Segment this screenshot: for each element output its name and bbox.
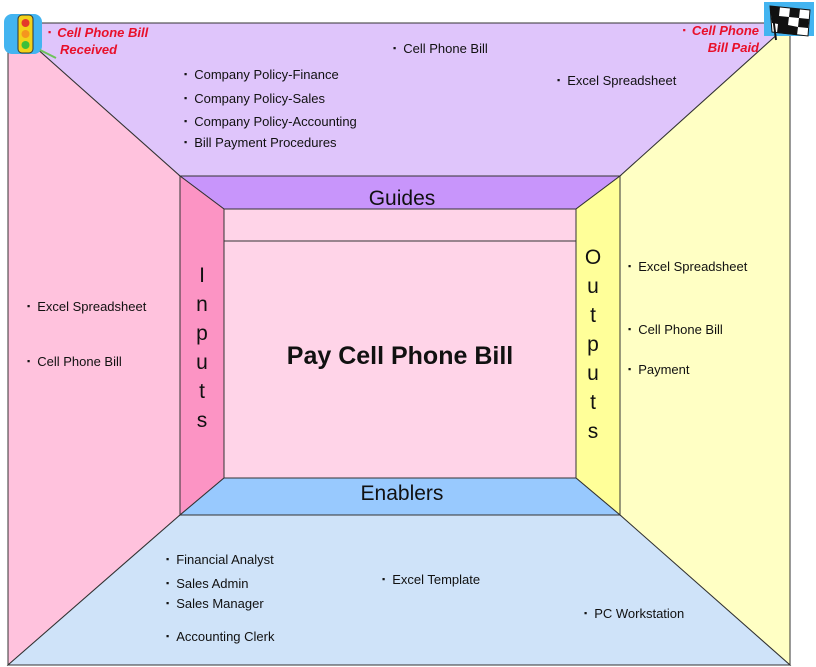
start-event-line2: Received: [60, 42, 118, 57]
band-letter: t: [199, 380, 205, 403]
outputs-item: Payment: [628, 362, 689, 379]
enablers-item: Excel Template: [382, 572, 480, 589]
enablers-item: Sales Admin: [166, 576, 248, 593]
guides-item: Company Policy-Accounting: [184, 114, 357, 131]
end-event-label: Cell Phone Bill Paid: [677, 23, 759, 55]
end-event-line2: Bill Paid: [707, 40, 759, 55]
outputs-item: Cell Phone Bill: [628, 322, 723, 339]
checkered-flag-icon: [764, 2, 814, 41]
guides-item: Company Policy-Finance: [184, 67, 339, 84]
band-letter: u: [587, 362, 599, 385]
guides-item: Excel Spreadsheet: [557, 73, 676, 90]
outputs-item: Excel Spreadsheet: [628, 259, 747, 276]
band-letter: p: [196, 322, 208, 345]
band-letter: n: [196, 293, 208, 316]
inputs-item: Excel Spreadsheet: [27, 299, 146, 316]
band-letter: t: [590, 304, 596, 327]
band-letter: u: [196, 351, 208, 374]
enablers-item: Financial Analyst: [166, 552, 274, 569]
start-event-line1: Cell Phone Bill: [48, 25, 148, 42]
band-letter: s: [587, 420, 599, 443]
band-letter: I: [199, 264, 205, 287]
enablers-item: Accounting Clerk: [166, 629, 274, 646]
guides-item: Cell Phone Bill: [393, 41, 488, 58]
guides-label: Guides: [368, 187, 436, 210]
enablers-label: Enablers: [360, 482, 444, 505]
inputs-item: Cell Phone Bill: [27, 354, 122, 371]
start-event-label: Cell Phone Bill Received: [48, 25, 148, 57]
end-event-line1: Cell Phone: [677, 23, 759, 40]
traffic-light-icon: [4, 14, 57, 59]
band-letter: u: [587, 275, 599, 298]
band-letter: O: [584, 246, 602, 269]
band-letter: s: [196, 409, 208, 432]
enablers-item: PC Workstation: [584, 606, 684, 623]
guides-item: Bill Payment Procedures: [184, 135, 336, 152]
process-box: [223, 208, 577, 479]
process-title: Pay Cell Phone Bill: [286, 342, 514, 370]
enablers-item: Sales Manager: [166, 596, 263, 613]
band-letter: p: [587, 333, 599, 356]
guides-item: Company Policy-Sales: [184, 91, 325, 108]
band-letter: t: [590, 391, 596, 414]
